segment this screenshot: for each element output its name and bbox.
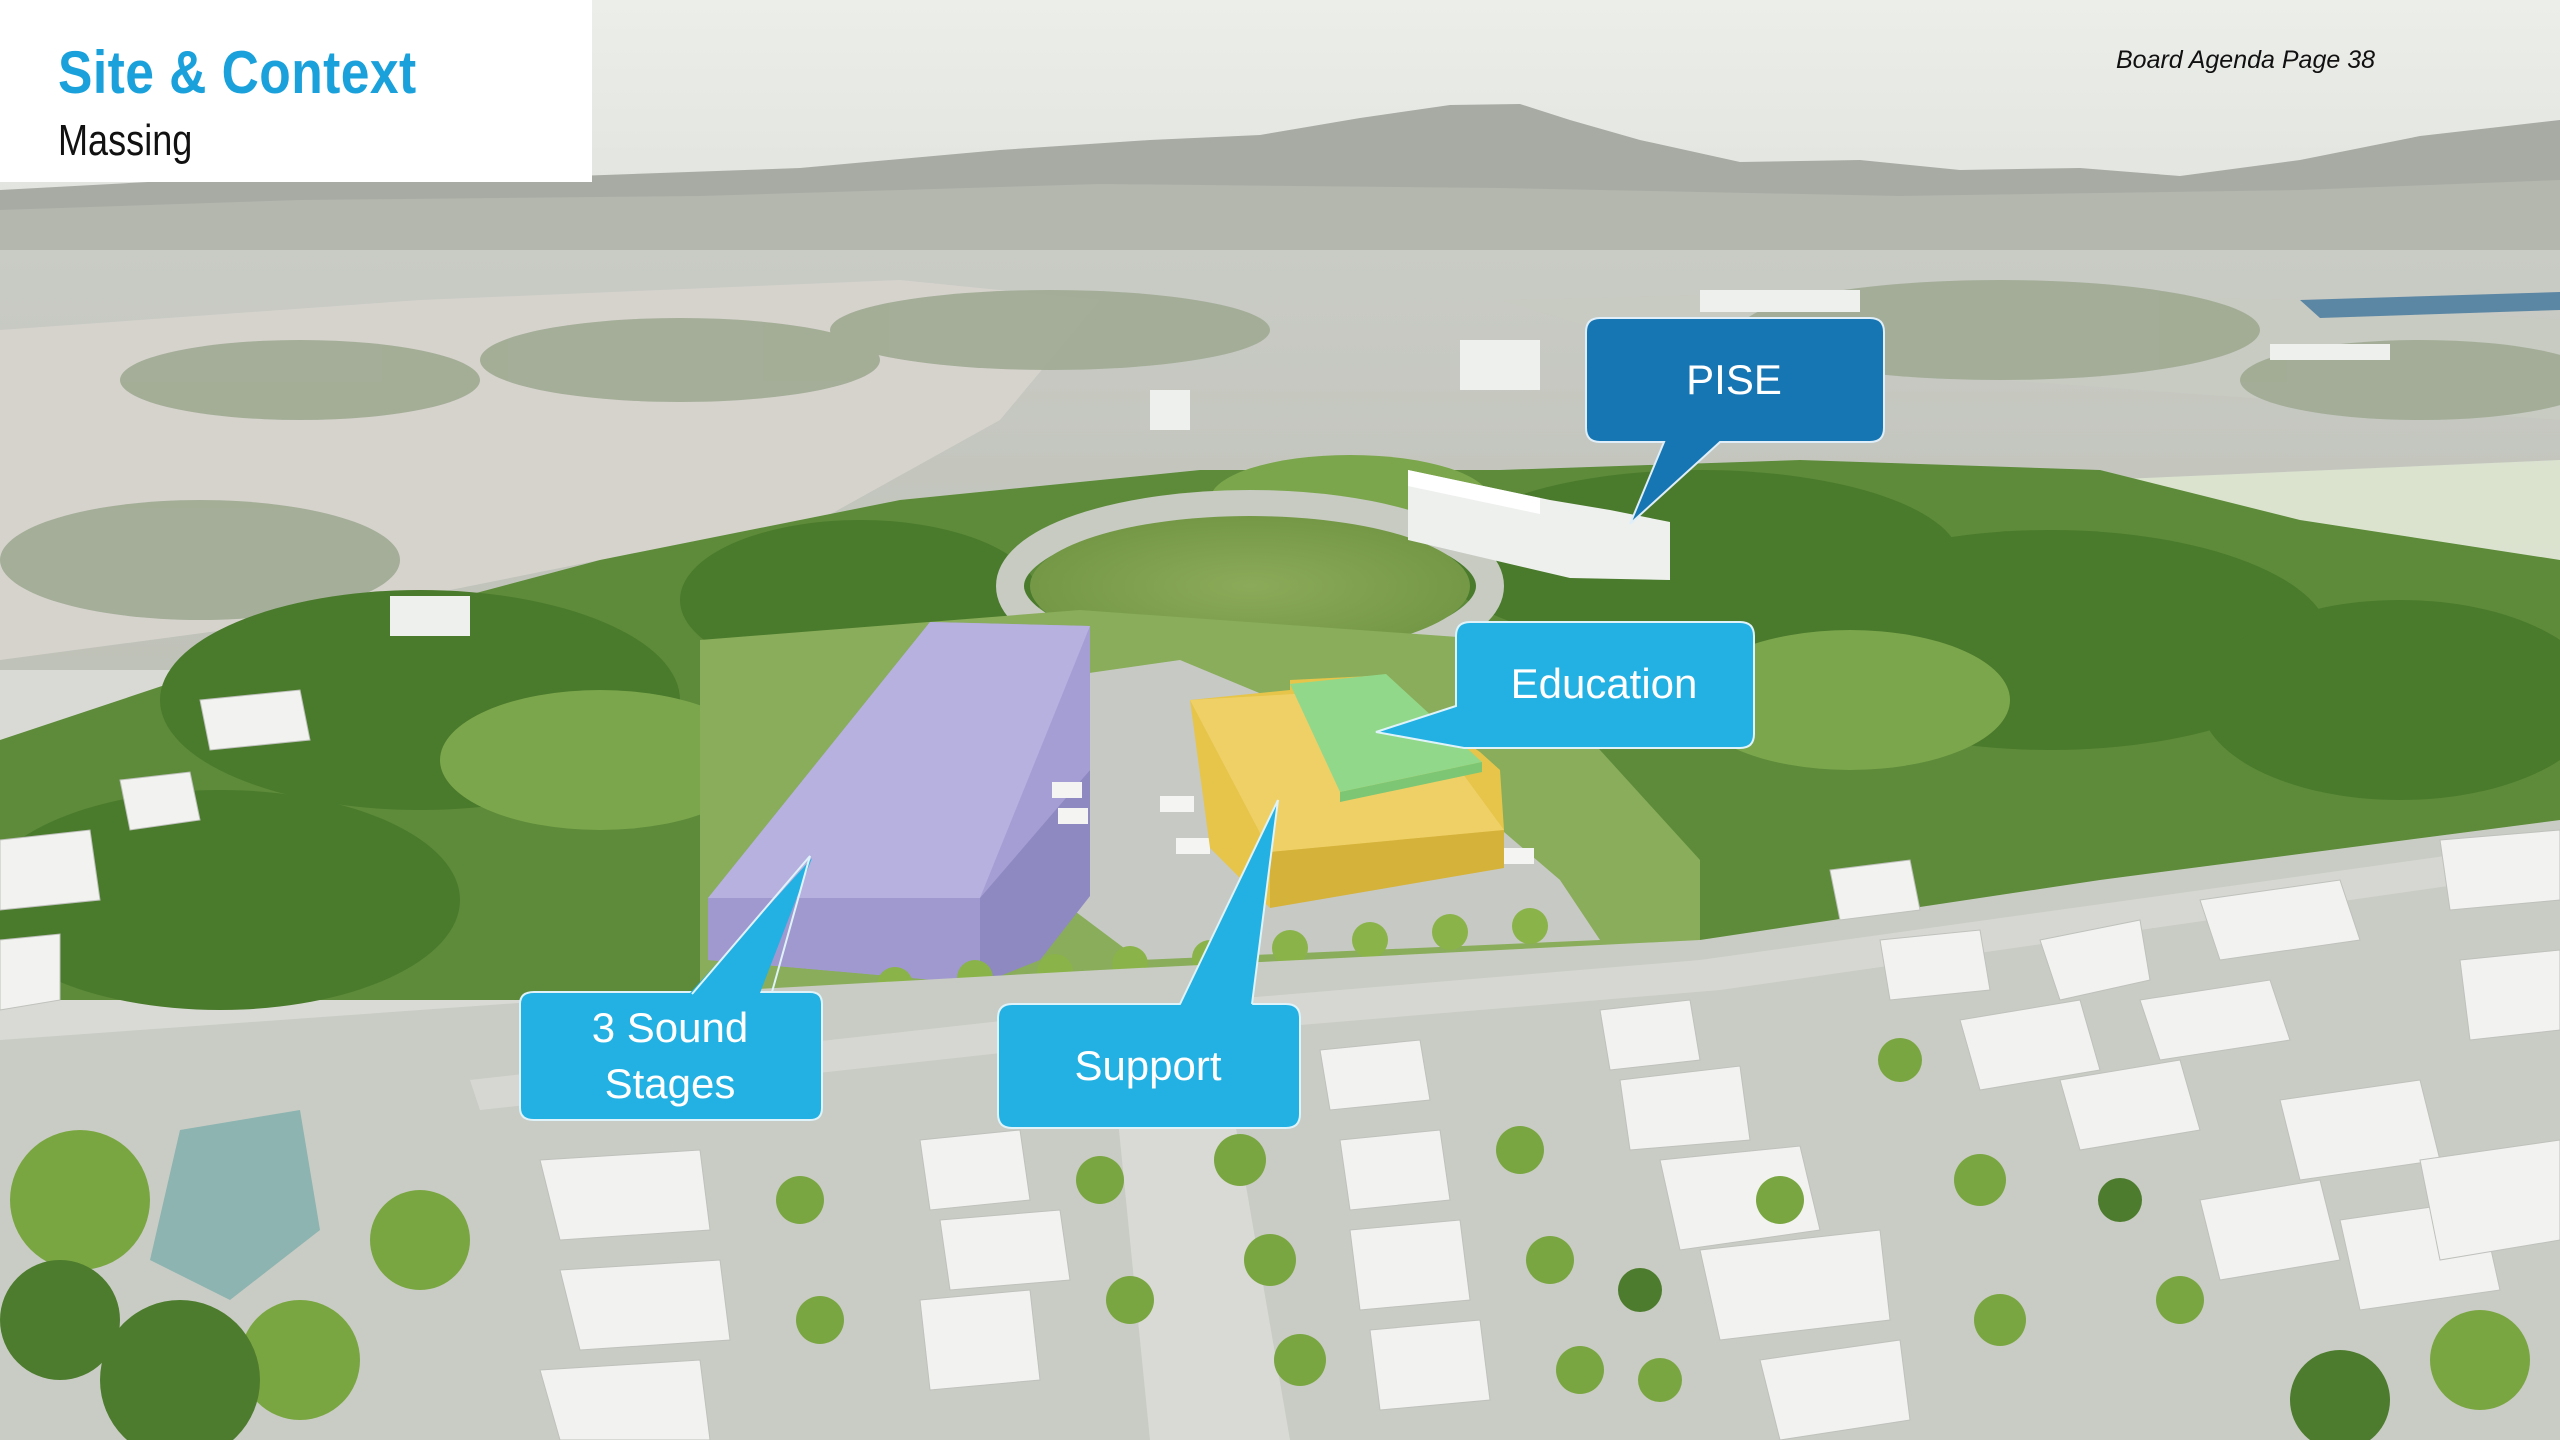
slide-title: Site & Context xyxy=(58,39,417,106)
page-reference: Board Agenda Page 38 xyxy=(2116,46,2376,74)
callout-label-sound-stages: 3 Sound Stages xyxy=(591,1004,749,1107)
callout-education xyxy=(1375,621,1755,749)
callout-support xyxy=(997,799,1301,1129)
callout-label-support: Support xyxy=(1074,1042,1222,1089)
callout-label-pise: PISE xyxy=(1686,356,1782,403)
title-panel: Site & Context Massing xyxy=(0,0,592,182)
callout-pise xyxy=(1585,317,1885,525)
callout-label-education: Education xyxy=(1510,660,1698,707)
slide-subtitle: Massing xyxy=(58,116,193,165)
callout-sound-stages xyxy=(519,855,823,1121)
